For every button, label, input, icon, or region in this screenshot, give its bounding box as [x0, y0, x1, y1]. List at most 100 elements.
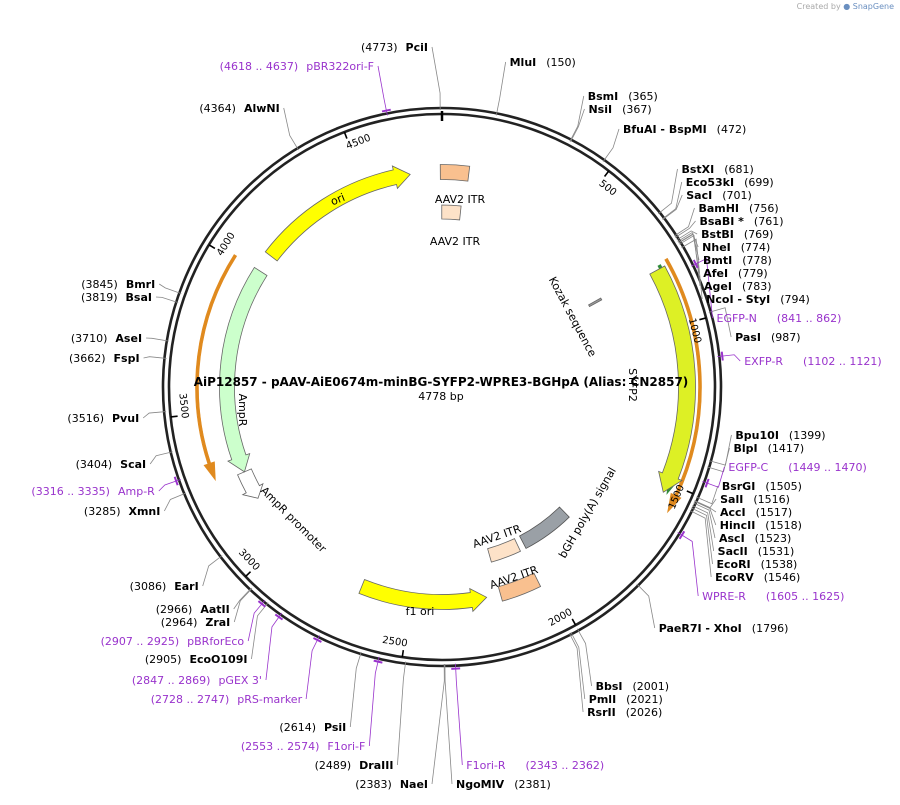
enzyme-bsrgi[interactable]: BsrGI [722, 480, 755, 493]
enzyme-bbsi[interactable]: BbsI [596, 680, 623, 693]
enzyme-zrai[interactable]: ZraI [205, 616, 230, 629]
enzyme-asei[interactable]: AseI [115, 332, 142, 345]
tick-label: 4000 [215, 231, 238, 258]
enzyme-xmni[interactable]: XmnI [128, 505, 160, 518]
enzyme-naei[interactable]: NaeI [400, 778, 428, 791]
primer-pbr322ori-f[interactable]: pBR322ori-F [306, 60, 374, 73]
enzyme-ecorv[interactable]: EcoRV [715, 571, 754, 584]
enzyme-pvui[interactable]: PvuI [112, 412, 139, 425]
leader-line [146, 337, 169, 342]
enzyme-fspi[interactable]: FspI [114, 352, 140, 365]
enzyme-bsmi[interactable]: BsmI [588, 90, 619, 103]
enzyme-position: (756) [749, 202, 779, 215]
feature-ori[interactable] [264, 165, 411, 262]
enzyme-position: (699) [744, 176, 774, 189]
leader-line [717, 354, 741, 362]
enzyme-position: (1538) [761, 558, 798, 571]
enzyme-position: (2381) [514, 778, 551, 791]
enzyme-bstbi[interactable]: BstBI [701, 228, 734, 241]
enzyme-mlui[interactable]: MluI [510, 56, 537, 69]
enzyme-afei[interactable]: AfeI [703, 267, 728, 280]
enzyme-hincii[interactable]: HincII [720, 519, 756, 532]
enzyme-bsai[interactable]: BsaI [126, 291, 152, 304]
tick-mark [244, 571, 252, 578]
enzyme-ecoo109i[interactable]: EcoO109I [189, 653, 247, 666]
enzyme-alwni[interactable]: AlwNI [244, 102, 280, 115]
enzyme-pasi[interactable]: PasI [735, 331, 761, 344]
plasmid-length: 4778 bp [418, 390, 463, 403]
enzyme-bsabi[interactable]: BsaBI * [700, 215, 745, 228]
tick-mark [686, 490, 694, 495]
feature-aav2-itr[interactable] [441, 204, 462, 221]
tick-mark [170, 415, 178, 418]
leader-line [142, 411, 167, 419]
leader-line [576, 628, 592, 687]
enzyme-position: (1417) [768, 442, 805, 455]
enzyme-scai[interactable]: ScaI [120, 458, 146, 471]
primer-f1ori-f[interactable]: F1ori-F [327, 740, 365, 753]
primer-f1ori-r[interactable]: F1ori-R [466, 759, 506, 772]
feature-f1-ori[interactable] [358, 578, 488, 613]
primer-exfp-r[interactable]: EXFP-R [744, 355, 783, 368]
enzyme-position: (1546) [764, 571, 801, 584]
feature-kozak-sequence[interactable] [588, 297, 603, 308]
enzyme-saci[interactable]: SacI [686, 189, 712, 202]
primer-wpre-r[interactable]: WPRE-R [702, 590, 746, 603]
enzyme-pmli[interactable]: PmlI [589, 693, 616, 706]
primer-pgex-3[interactable]: pGEX 3' [218, 674, 262, 687]
enzyme-nhei[interactable]: NheI [702, 241, 731, 254]
enzyme-nsii[interactable]: NsiI [588, 103, 612, 116]
enzyme-sacii[interactable]: SacII [718, 545, 748, 558]
enzyme-position: (769) [744, 228, 774, 241]
enzyme-acci[interactable]: AccI [720, 506, 746, 519]
enzyme-rsrii[interactable]: RsrII [587, 706, 616, 719]
enzyme-bmri[interactable]: BmrI [126, 278, 155, 291]
primer-egfp-c[interactable]: EGFP-C [728, 461, 768, 474]
enzyme-blpi[interactable]: BlpI [734, 442, 758, 455]
feature-label: AAV2 ITR [430, 235, 481, 248]
enzyme-agei[interactable]: AgeI [704, 280, 732, 293]
primer-egfp-n[interactable]: EGFP-N [717, 312, 757, 325]
tick-mark [343, 131, 348, 139]
enzyme-pcii[interactable]: PciI [406, 41, 428, 54]
enzyme-ncoi-styi[interactable]: NcoI - StyI [706, 293, 770, 306]
enzyme-ngomiv[interactable]: NgoMIV [456, 778, 505, 791]
enzyme-eco53ki[interactable]: Eco53kI [686, 176, 734, 189]
primer-prs-marker[interactable]: pRS-marker [237, 693, 302, 706]
enzyme-position: (2001) [632, 680, 669, 693]
enzyme-bamhi[interactable]: BamHI [698, 202, 739, 215]
leader-line [568, 632, 584, 713]
feature-ampr-promoter[interactable] [237, 468, 264, 499]
enzyme-position: (701) [722, 189, 752, 202]
tick-mark [401, 650, 405, 658]
feature-aav2-itr[interactable] [497, 572, 542, 602]
feature-label: AmpR [236, 394, 249, 427]
title-block: AiP12857 - pAAV-AiE0674m-minBG-SYFP2-WPR… [194, 375, 689, 403]
enzyme-eari[interactable]: EarI [174, 580, 198, 593]
leader-line [691, 258, 713, 319]
enzyme-paer7i-xhoi[interactable]: PaeR7I - XhoI [659, 622, 742, 635]
enzyme-bpu10i[interactable]: Bpu10I [735, 429, 779, 442]
primer-amp-r[interactable]: Amp-R [118, 485, 155, 498]
primer-pbrforeco[interactable]: pBRforEco [187, 635, 244, 648]
enzyme-position: (2905) [145, 653, 182, 666]
feature-aav2-itr[interactable] [487, 538, 522, 563]
feature-aav2-itr[interactable] [439, 164, 471, 182]
enzyme-position: (3086) [130, 580, 167, 593]
feature-syfp2[interactable] [649, 265, 696, 493]
enzyme-bfuai-bspmi[interactable]: BfuAI - BspMI [623, 123, 707, 136]
enzyme-sali[interactable]: SalI [720, 493, 743, 506]
enzyme-ecori[interactable]: EcoRI [717, 558, 751, 571]
enzyme-bstxi[interactable]: BstXI [681, 163, 714, 176]
enzyme-position: (794) [780, 293, 810, 306]
feature-bgh-poly-a-signal[interactable] [519, 506, 570, 549]
enzyme-aatii[interactable]: AatII [200, 603, 229, 616]
enzyme-asci[interactable]: AscI [719, 532, 745, 545]
enzyme-position: (1518) [765, 519, 802, 532]
enzyme-position: (2383) [355, 778, 392, 791]
enzyme-draiii[interactable]: DraIII [359, 759, 393, 772]
feature-ampr[interactable] [219, 266, 268, 473]
leader-line [679, 234, 701, 287]
enzyme-psii[interactable]: PsiI [324, 721, 346, 734]
enzyme-bmti[interactable]: BmtI [703, 254, 732, 267]
